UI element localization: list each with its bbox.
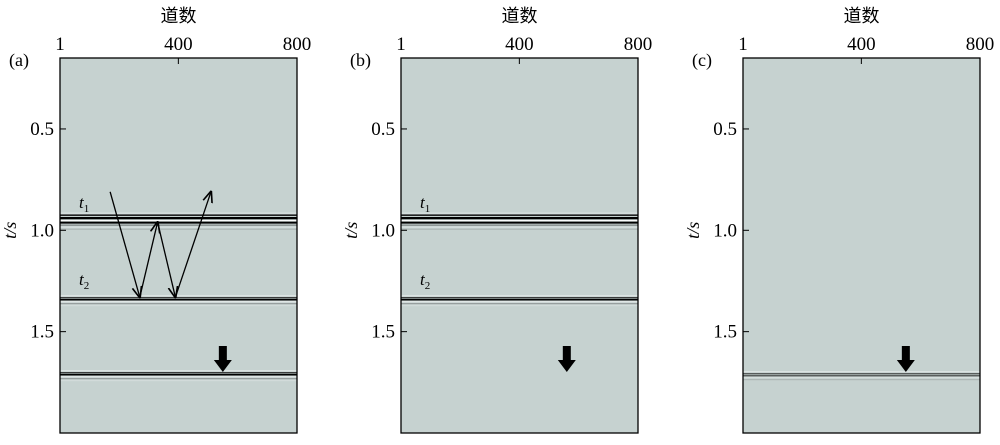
- reflection-event: [60, 370, 297, 382]
- y-tick-label: 0.5: [713, 119, 737, 140]
- x-tick-label: 800: [966, 34, 995, 55]
- x-tick-label: 1: [396, 34, 406, 55]
- horizon-label: t1: [420, 193, 430, 215]
- y-tick-label: 1.5: [30, 322, 54, 343]
- ray-path-segment: [109, 191, 140, 297]
- down-arrow-icon: [896, 345, 915, 372]
- down-arrow-icon: [213, 345, 232, 372]
- y-tick-label: 1.5: [713, 322, 737, 343]
- down-arrow-icon: [557, 345, 576, 372]
- panel-label: (b): [350, 50, 371, 71]
- panel-label: (a): [9, 50, 29, 71]
- x-tick-label: 400: [847, 34, 876, 55]
- horizon-label: t2: [79, 270, 89, 292]
- y-tick-label: 0.5: [30, 119, 54, 140]
- panel-3: 1 400 800 道数 (c) 0.5 1.0 1.5 t/s: [683, 6, 995, 434]
- reflection-event: [60, 212, 297, 230]
- reflection-event: [401, 212, 638, 230]
- horizon-label: t1: [79, 193, 89, 215]
- reflection-event: [401, 295, 638, 307]
- ray-path-segment: [174, 192, 211, 298]
- y-tick-label: 1.0: [30, 220, 54, 241]
- panel-2: 1 400 800 道数 (b) 0.5 1.0 1.5 t/s t1 t2: [341, 6, 653, 434]
- y-axis-title: t/s: [683, 222, 703, 239]
- y-tick-label: 1.0: [371, 220, 395, 241]
- x-tick-label: 800: [624, 34, 653, 55]
- y-tick-label: 1.0: [713, 220, 737, 241]
- x-tick-label: 1: [55, 34, 65, 55]
- ray-path-segment: [156, 222, 176, 297]
- x-tick-label: 800: [283, 34, 312, 55]
- horizon-label: t2: [420, 270, 430, 292]
- x-axis-title: 道数: [844, 6, 880, 27]
- ray-path-segment: [139, 222, 158, 298]
- x-tick-label: 400: [505, 34, 534, 55]
- y-axis-title: t/s: [341, 222, 361, 239]
- y-tick-label: 1.5: [371, 322, 395, 343]
- panel-label: (c): [692, 50, 712, 71]
- x-axis-title: 道数: [502, 6, 538, 27]
- panel-1: 1 400 800 道数 (a) 0.5 1.0 1.5 t/s t1 t2: [0, 6, 312, 434]
- y-tick-label: 0.5: [371, 119, 395, 140]
- x-tick-label: 1: [738, 34, 748, 55]
- reflection-event: [743, 371, 980, 381]
- y-axis-title: t/s: [0, 222, 20, 239]
- seismic-section-background: [743, 58, 980, 433]
- seismic-section-background: [401, 58, 638, 433]
- x-axis-title: 道数: [161, 6, 197, 27]
- x-tick-label: 400: [164, 34, 193, 55]
- reflection-event: [60, 295, 297, 307]
